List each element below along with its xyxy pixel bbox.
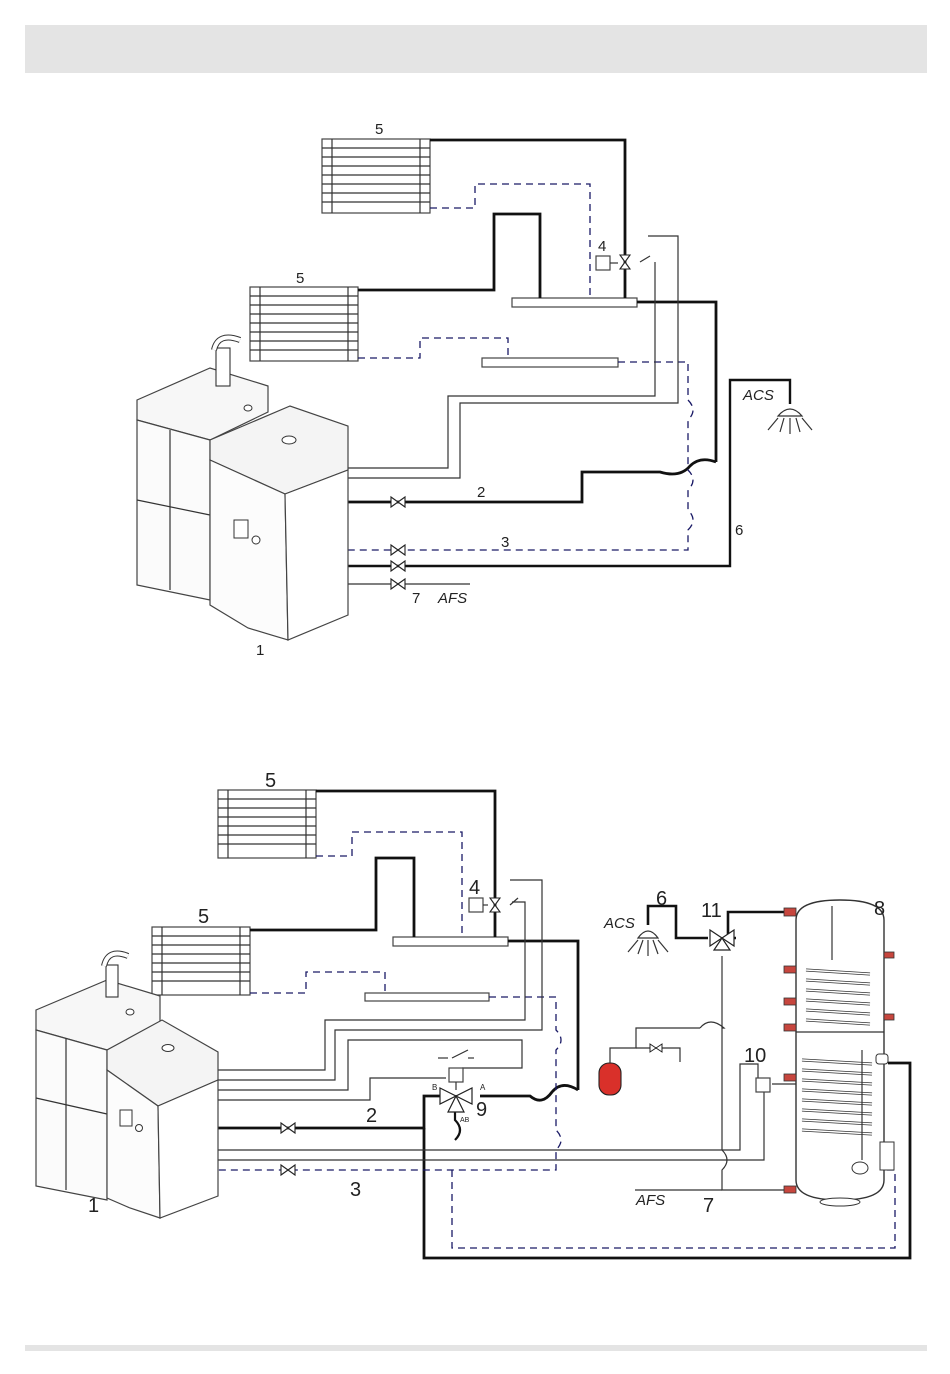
label-port-b: B — [432, 1083, 437, 1092]
flow-line-lower-radiator-bottom — [250, 858, 414, 937]
radiator-upper-top — [322, 139, 430, 213]
dhw-line-6-bottom — [648, 906, 708, 938]
flow-line-upper-radiator-bottom — [316, 791, 495, 937]
control-wire-2-top — [348, 236, 678, 478]
label-tank-8: 8 — [874, 898, 885, 920]
thermostatic-valve-11 — [710, 930, 734, 950]
radiator-upper-bottom — [218, 790, 316, 858]
valve-flow-bottom — [281, 1123, 295, 1133]
storage-tank-8 — [784, 900, 894, 1206]
label-radiator-lower-top: 5 — [296, 270, 304, 287]
return-line-3-bottom — [218, 997, 561, 1170]
flow-main-top — [637, 302, 716, 462]
diagram-top: 5 5 — [137, 121, 812, 659]
label-acs-bottom: ACS — [603, 915, 635, 932]
valve-flow-top — [391, 497, 405, 507]
label-valve-4-bottom: 4 — [469, 877, 480, 899]
flow-line-lower-radiator — [358, 214, 540, 298]
mixer-drop — [455, 1108, 460, 1140]
label-flow-2-bottom: 2 — [366, 1105, 377, 1127]
label-cold-7-bottom: 7 — [703, 1195, 714, 1217]
label-radiator-lower-bottom: 5 — [198, 906, 209, 928]
label-acs-top: ACS — [742, 387, 774, 404]
return-line-lower-radiator-bottom — [250, 972, 385, 993]
label-cold-7-top: 7 — [412, 590, 420, 607]
valve-return-top — [391, 545, 405, 555]
return-line-3-top — [348, 362, 693, 550]
shower-icon-top — [768, 409, 812, 434]
mixing-valve-9 — [438, 1050, 474, 1112]
cold-bypass-bottom — [722, 956, 784, 1190]
return-line-lower-radiator — [358, 338, 508, 358]
zone-valve-4-bottom — [469, 898, 518, 912]
dhw-line-6-top — [348, 380, 790, 566]
sensor-wire-bottom — [218, 1064, 758, 1150]
label-radiator-upper-bottom: 5 — [265, 770, 276, 792]
manifold-flow-bottom — [393, 937, 508, 946]
flow-line-upper-radiator — [430, 140, 625, 298]
label-dhw-6-bottom: 6 — [656, 888, 667, 910]
sensor-10 — [756, 1078, 770, 1092]
valve-dhw-top — [391, 561, 405, 571]
control-wire-1-bottom — [218, 902, 525, 1070]
label-mixing-valve-9: 9 — [476, 1099, 487, 1121]
label-afs-top: AFS — [437, 590, 467, 607]
control-wire-4-bottom — [218, 1078, 446, 1100]
dhw-outlet-bottom — [728, 912, 784, 938]
return-line-upper-radiator-bottom — [316, 832, 462, 937]
label-port-a: A — [480, 1083, 486, 1092]
manifold-return-bottom — [365, 993, 489, 1001]
diagram-bottom: 5 5 — [36, 770, 910, 1258]
flow-to-mixer — [480, 1085, 578, 1100]
manifold-flow-top — [512, 298, 637, 307]
label-flow-2-top: 2 — [477, 484, 485, 501]
valve-return-bottom — [281, 1165, 295, 1175]
flow-line-2-bottom — [218, 1096, 440, 1128]
radiator-lower-bottom — [152, 927, 250, 995]
label-valve-4-top: 4 — [598, 238, 606, 255]
pellet-boiler-top — [137, 338, 348, 640]
radiator-lower-top — [250, 287, 358, 361]
expansion-vessel — [599, 1022, 724, 1095]
label-boiler-top: 1 — [256, 642, 264, 659]
label-boiler-bottom: 1 — [88, 1195, 99, 1217]
label-sensor-10: 10 — [744, 1045, 766, 1067]
label-afs-bottom: AFS — [635, 1192, 665, 1209]
label-return-3-bottom: 3 — [350, 1179, 361, 1201]
label-radiator-upper-top: 5 — [375, 121, 383, 138]
flow-line-2-top — [348, 460, 716, 502]
label-dhw-6-top: 6 — [735, 522, 743, 539]
label-thermo-valve-11: 11 — [701, 900, 722, 922]
return-line-upper-radiator — [430, 184, 590, 298]
zone-valve-4-top — [596, 255, 650, 270]
valve-cold-top — [391, 579, 405, 589]
manifold-return-top — [482, 358, 618, 367]
label-port-ab: AB — [460, 1117, 470, 1124]
label-return-3-top: 3 — [501, 534, 509, 551]
footer-bar — [25, 1345, 927, 1351]
shower-icon-bottom — [628, 931, 668, 956]
